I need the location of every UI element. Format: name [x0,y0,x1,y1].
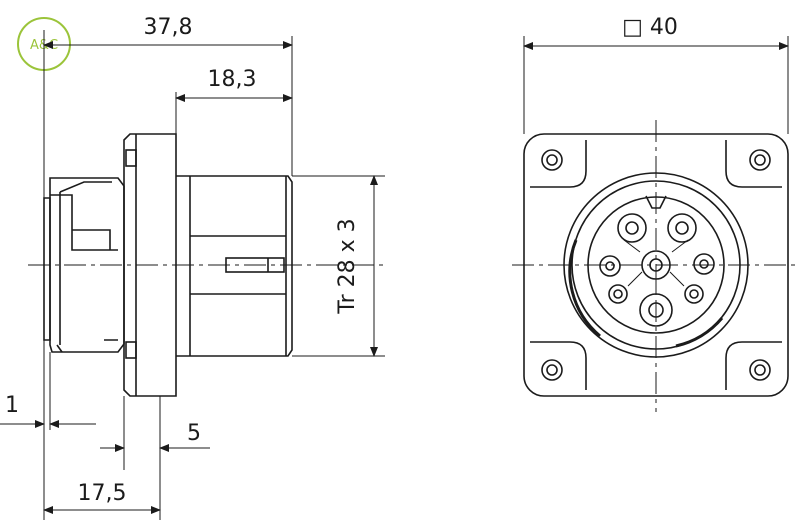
insert-ribs [623,239,689,294]
front-view [512,120,800,412]
front-housing [49,177,125,353]
flange [123,133,177,397]
square-flange [523,133,789,397]
front-latch [59,181,112,345]
contact-left [599,255,621,277]
receptacle-ring [571,180,741,350]
front-housing-detail [50,194,118,251]
contact-right [693,253,715,275]
front-dimensions [523,36,789,134]
rear-body [176,175,293,357]
label-square: □ 40 [622,15,678,40]
mounting-hole-br [749,359,771,381]
front-latch-foot [56,339,118,353]
receptacle-latch-bottom [675,317,724,348]
label-thread: Tr 28 x 3 [335,218,360,314]
label-overall-length: 37,8 [144,15,193,40]
flange-corner-bl [530,341,587,390]
flange-corner-tr [725,140,782,188]
label-small-offset: 1 [5,393,19,418]
contact-top-right [667,213,697,243]
contact-lower-right [684,284,704,304]
receptacle-latch-left [568,239,601,338]
contact-top-left [617,213,647,243]
side-dimension-labels: 37,8 18,3 Tr 28 x 3 1 5 17,5 [5,15,360,506]
contact-lower-left [608,284,628,304]
front-latch-inner [72,229,111,250]
label-front-length: 17,5 [78,481,127,506]
flange-corner-tl [530,140,587,188]
label-flange-thickness: 5 [187,421,201,446]
coding-key [645,195,667,209]
receptacle-insert [587,196,725,334]
receptacle-outer [563,172,749,358]
mounting-hole-tr [749,149,771,171]
mounting-hole-bl [541,359,563,381]
mounting-hole-tl [541,149,563,171]
rear-key [225,257,285,273]
flange-hole-bottom [125,341,137,359]
flange-hole-top [125,149,137,167]
front-lip [43,197,51,341]
label-rear-length: 18,3 [208,67,257,92]
rear-body-flats [190,235,286,295]
side-view [28,133,385,397]
side-dimensions [0,30,385,520]
flange-corner-br [725,341,782,390]
